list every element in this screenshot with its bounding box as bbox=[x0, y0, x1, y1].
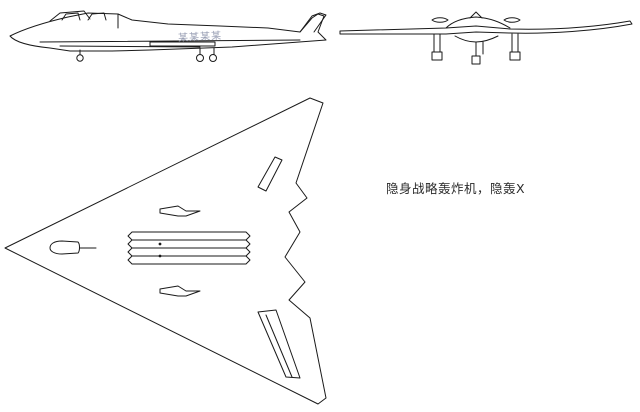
side-view-tail bbox=[300, 13, 326, 32]
side-view-main-wheel-2 bbox=[210, 55, 217, 62]
watermark: 某某某某 bbox=[177, 30, 223, 45]
top-view-bay-upper bbox=[160, 206, 200, 216]
top-view-outline bbox=[5, 98, 326, 404]
weapon-bay-marker-1 bbox=[159, 243, 161, 245]
front-view bbox=[340, 12, 632, 64]
top-view-bay-lower bbox=[160, 286, 200, 296]
side-view-lines bbox=[40, 14, 300, 47]
weapon-bay-marker-2 bbox=[159, 255, 161, 257]
front-view-wheel-right bbox=[510, 52, 520, 60]
top-view-lower-flap bbox=[258, 310, 300, 378]
front-view-wheel-center bbox=[472, 56, 480, 64]
side-view-main-wheel-1 bbox=[197, 55, 204, 62]
top-view bbox=[5, 98, 326, 404]
weapon-bay-1 bbox=[128, 232, 250, 240]
top-view-upper-flap bbox=[258, 157, 282, 191]
front-view-wing bbox=[340, 21, 632, 34]
side-view-fuselage bbox=[10, 13, 326, 51]
top-view-cockpit bbox=[50, 241, 80, 254]
side-view-landing-gear bbox=[80, 48, 214, 56]
side-view bbox=[10, 11, 326, 62]
top-view-lower-flap-hinge bbox=[266, 315, 292, 377]
front-view-wheel-left bbox=[432, 52, 442, 60]
weapon-bay-2 bbox=[128, 240, 250, 248]
side-view-canopy bbox=[50, 11, 106, 21]
front-view-gear bbox=[434, 34, 518, 56]
side-view-nose-wheel bbox=[77, 55, 83, 61]
top-view-weapon-bays bbox=[128, 232, 250, 264]
weapon-bay-3 bbox=[128, 248, 250, 256]
weapon-bay-4 bbox=[128, 256, 250, 264]
front-view-intakes bbox=[432, 18, 520, 23]
caption: 隐身战略轰炸机，隐轰X bbox=[386, 181, 526, 196]
